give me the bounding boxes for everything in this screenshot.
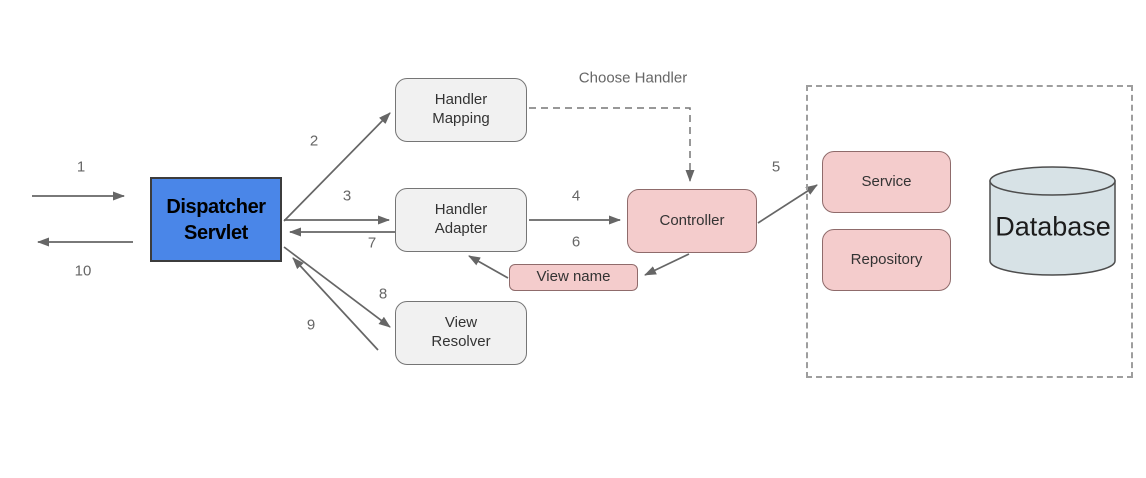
node-view-name: View name bbox=[509, 264, 638, 291]
view-name-label: View name bbox=[536, 268, 611, 286]
dispatcher-servlet-label: Dispatcher Servlet bbox=[166, 195, 266, 244]
node-handler-mapping: Handler Mapping bbox=[395, 78, 527, 142]
edge-choose-handler-dashed bbox=[529, 107, 695, 182]
node-handler-adapter: Handler Adapter bbox=[395, 188, 527, 252]
edge-label-2: 2 bbox=[309, 132, 319, 150]
node-view-resolver: View Resolver bbox=[395, 301, 527, 365]
node-repository: Repository bbox=[822, 229, 951, 291]
controller-label: Controller bbox=[659, 211, 725, 229]
edge-label-4: 4 bbox=[571, 187, 581, 205]
handler-mapping-label: Handler Mapping bbox=[432, 91, 490, 127]
choose-handler-label: Choose Handler bbox=[578, 69, 688, 87]
edge-label-3: 3 bbox=[342, 187, 352, 205]
edge-controller-to-view-name-6 bbox=[644, 253, 690, 276]
database-cylinder bbox=[989, 166, 1116, 276]
edge-view-name-to-handler-adapter bbox=[468, 255, 509, 279]
edge-label-9: 9 bbox=[306, 316, 316, 334]
service-label: Service bbox=[861, 172, 912, 190]
edge-label-5: 5 bbox=[771, 158, 781, 176]
edge-label-7: 7 bbox=[367, 234, 377, 252]
edge-label-1: 1 bbox=[76, 158, 86, 176]
edge-label-8: 8 bbox=[378, 285, 388, 303]
database-label: Database bbox=[995, 211, 1111, 242]
backend-container bbox=[806, 85, 1133, 378]
edge-label-10: 10 bbox=[74, 262, 92, 280]
edge-view-resolver-to-dispatcher-9 bbox=[292, 257, 379, 351]
database-top bbox=[989, 166, 1116, 196]
edge-dispatcher-to-view-resolver-8 bbox=[283, 246, 391, 328]
database-body bbox=[989, 180, 1116, 276]
edge-label-6: 6 bbox=[571, 233, 581, 251]
handler-adapter-label: Handler Adapter bbox=[434, 201, 488, 237]
node-dispatcher-servlet: Dispatcher Servlet bbox=[150, 177, 282, 262]
node-controller: Controller bbox=[627, 189, 757, 253]
view-resolver-label: View Resolver bbox=[431, 314, 491, 350]
repository-label: Repository bbox=[850, 250, 923, 268]
edge-dispatcher-to-handler-mapping-2 bbox=[283, 112, 391, 222]
node-service: Service bbox=[822, 151, 951, 213]
